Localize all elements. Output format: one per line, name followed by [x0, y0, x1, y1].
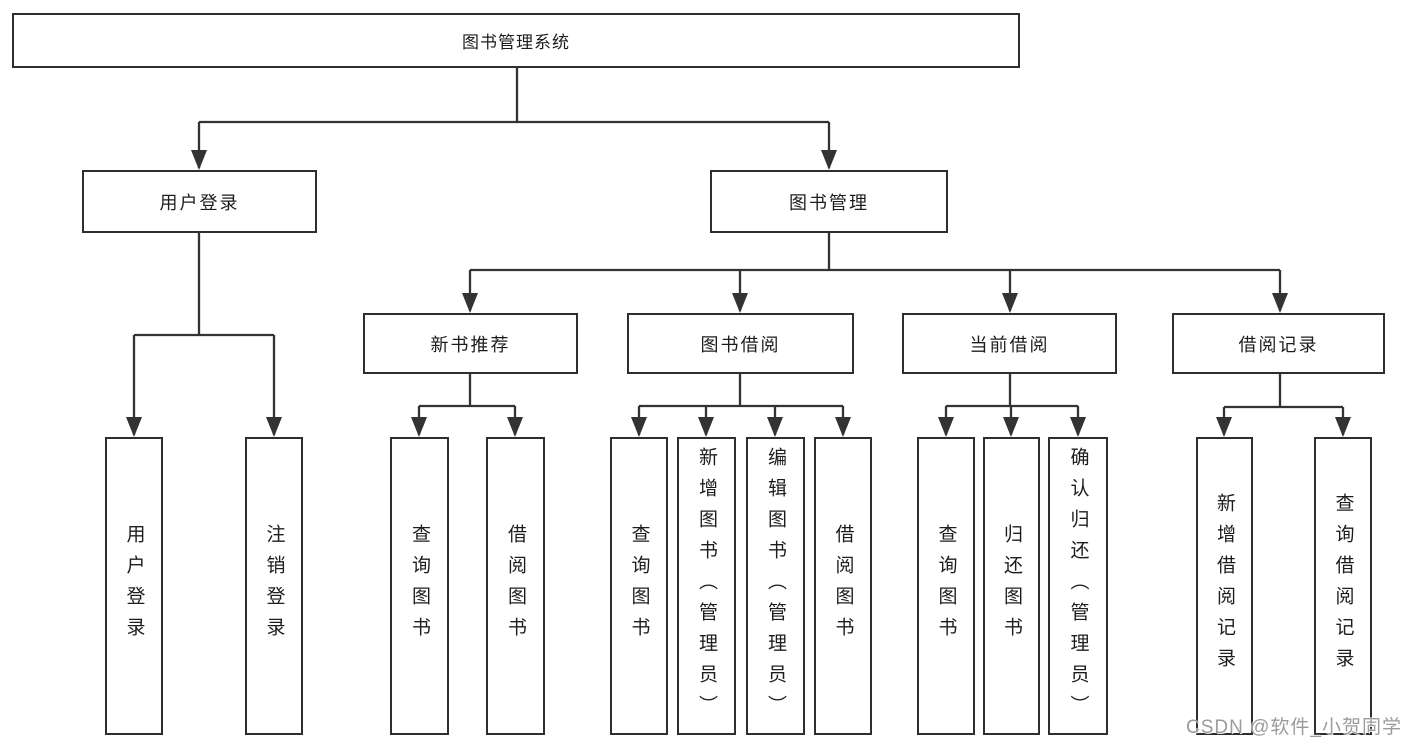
node-borrowing-records: 借阅记录	[1172, 313, 1385, 374]
node-book-management: 图书管理	[710, 170, 948, 233]
leaf-return-books: 归还图书	[983, 437, 1040, 735]
leaf-query-borrow-record: 查询借阅记录	[1314, 437, 1372, 735]
leaf-edit-book-admin: 编辑图书（管理员）	[746, 437, 805, 735]
leaf-borrow-books-borrowing: 借阅图书	[814, 437, 872, 735]
leaf-query-books-borrowing: 查询图书	[610, 437, 668, 735]
csdn-watermark: CSDN @软件_小贺同学	[1186, 717, 1402, 738]
node-current-borrowing: 当前借阅	[902, 313, 1117, 374]
leaf-confirm-return-admin: 确认归还（管理员）	[1048, 437, 1108, 735]
leaf-add-borrow-record: 新增借阅记录	[1196, 437, 1253, 735]
leaf-query-books-current: 查询图书	[917, 437, 975, 735]
leaf-user-login: 用户登录	[105, 437, 163, 735]
node-new-book-recommend: 新书推荐	[363, 313, 578, 374]
node-user-login: 用户登录	[82, 170, 317, 233]
leaf-query-books-recommend: 查询图书	[390, 437, 449, 735]
leaf-logout: 注销登录	[245, 437, 303, 735]
node-book-borrowing: 图书借阅	[627, 313, 854, 374]
arrowhead-icons	[126, 150, 1351, 437]
leaf-borrow-books-recommend: 借阅图书	[486, 437, 545, 735]
node-root: 图书管理系统	[12, 13, 1020, 68]
leaf-add-book-admin: 新增图书（管理员）	[677, 437, 736, 735]
